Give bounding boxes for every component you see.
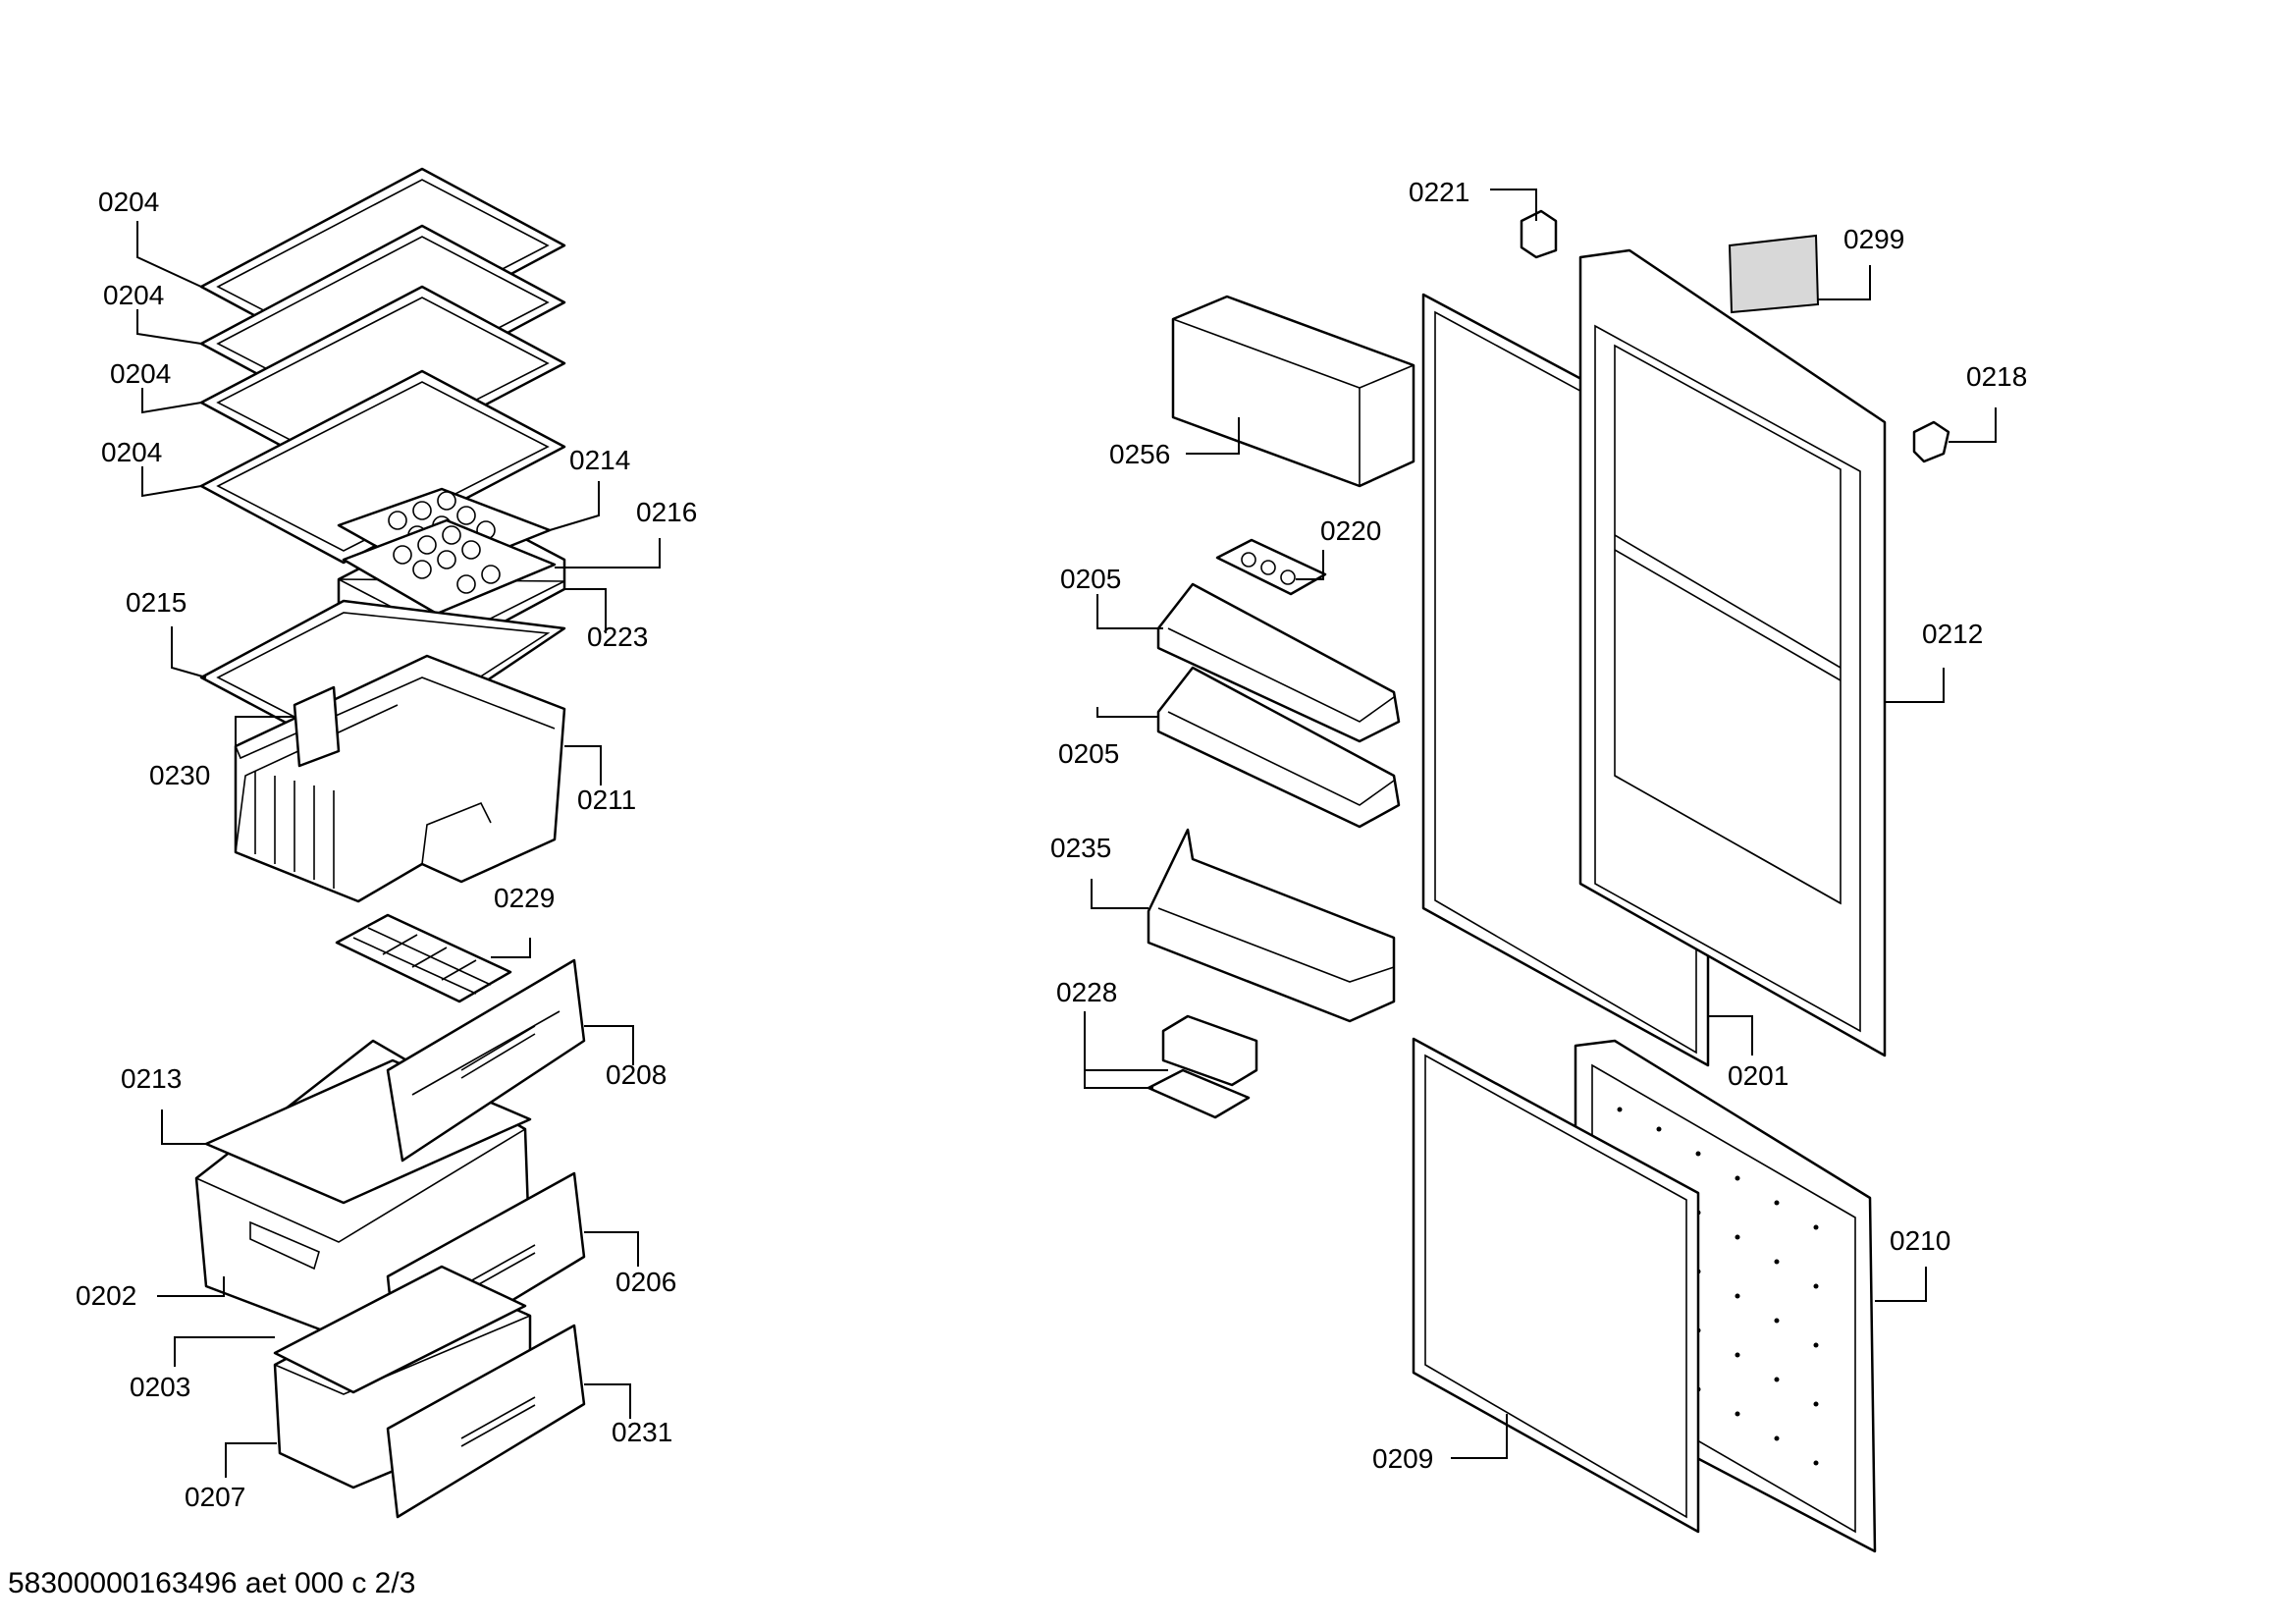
- callout-0204-a: 0204: [98, 187, 159, 217]
- door-rack-0256: [1171, 295, 1415, 488]
- egg-tray-lower: [342, 518, 557, 616]
- callout-0214: 0214: [569, 445, 630, 475]
- ice-cube-tray: [335, 913, 512, 1003]
- callout-0210: 0210: [1890, 1225, 1950, 1256]
- callout-0256: 0256: [1109, 439, 1170, 469]
- callout-0235: 0235: [1050, 833, 1111, 863]
- callout-0228: 0228: [1056, 977, 1117, 1007]
- hinge-cap-0221: [1520, 209, 1558, 259]
- callout-0202: 0202: [76, 1280, 136, 1311]
- callout-0220: 0220: [1320, 515, 1381, 546]
- freezer-glass-0203: [273, 1265, 527, 1394]
- drawer-front-0208: [386, 958, 586, 1163]
- callout-0208: 0208: [606, 1059, 667, 1090]
- freezer-gasket-0209: [1412, 1037, 1700, 1534]
- leader-lines: [136, 189, 1997, 1478]
- crisper-divider: [293, 685, 341, 768]
- callout-0205-b: 0205: [1058, 738, 1119, 769]
- glass-shelf-4: [199, 369, 566, 565]
- callout-0230: 0230: [149, 760, 210, 790]
- callout-0213: 0213: [121, 1063, 182, 1094]
- callout-0215: 0215: [126, 587, 187, 618]
- callout-0299: 0299: [1843, 224, 1904, 254]
- callout-0206: 0206: [615, 1267, 676, 1297]
- callout-0211: 0211: [577, 785, 636, 815]
- egg-tray-0220: [1215, 538, 1327, 596]
- callout-0204-c: 0204: [110, 358, 171, 389]
- callout-0216: 0216: [636, 497, 697, 527]
- callout-labels: 0204 0204 0204 0204 0214 0216 0223 0215 …: [76, 177, 2027, 1512]
- callout-0201: 0201: [1728, 1060, 1789, 1091]
- callout-0204-b: 0204: [103, 280, 164, 310]
- drawer-front-0231: [386, 1324, 586, 1519]
- butter-dish-0228: [1147, 1014, 1258, 1119]
- callout-0231: 0231: [612, 1417, 672, 1447]
- callout-0207: 0207: [185, 1482, 245, 1512]
- door-rack-0205-upper: [1156, 582, 1401, 743]
- callout-0229: 0229: [494, 883, 555, 913]
- callout-0204-d: 0204: [101, 437, 162, 467]
- document-id: 58300000163496 aet 000 c 2/3: [8, 1567, 416, 1599]
- label-strip-0299: [1728, 234, 1820, 314]
- fridge-door-0212: [1578, 248, 1887, 1057]
- bottle-rack-0235: [1147, 828, 1396, 1023]
- door-rack-0205-lower: [1156, 666, 1401, 829]
- callout-0205-a: 0205: [1060, 564, 1121, 594]
- callout-0221: 0221: [1409, 177, 1469, 207]
- callout-0223: 0223: [587, 622, 648, 652]
- hinge-cover-0218: [1912, 420, 1950, 463]
- callout-0209: 0209: [1372, 1443, 1433, 1474]
- callout-0218: 0218: [1966, 361, 2027, 392]
- callout-0212: 0212: [1922, 619, 1983, 649]
- callout-0203: 0203: [130, 1372, 190, 1402]
